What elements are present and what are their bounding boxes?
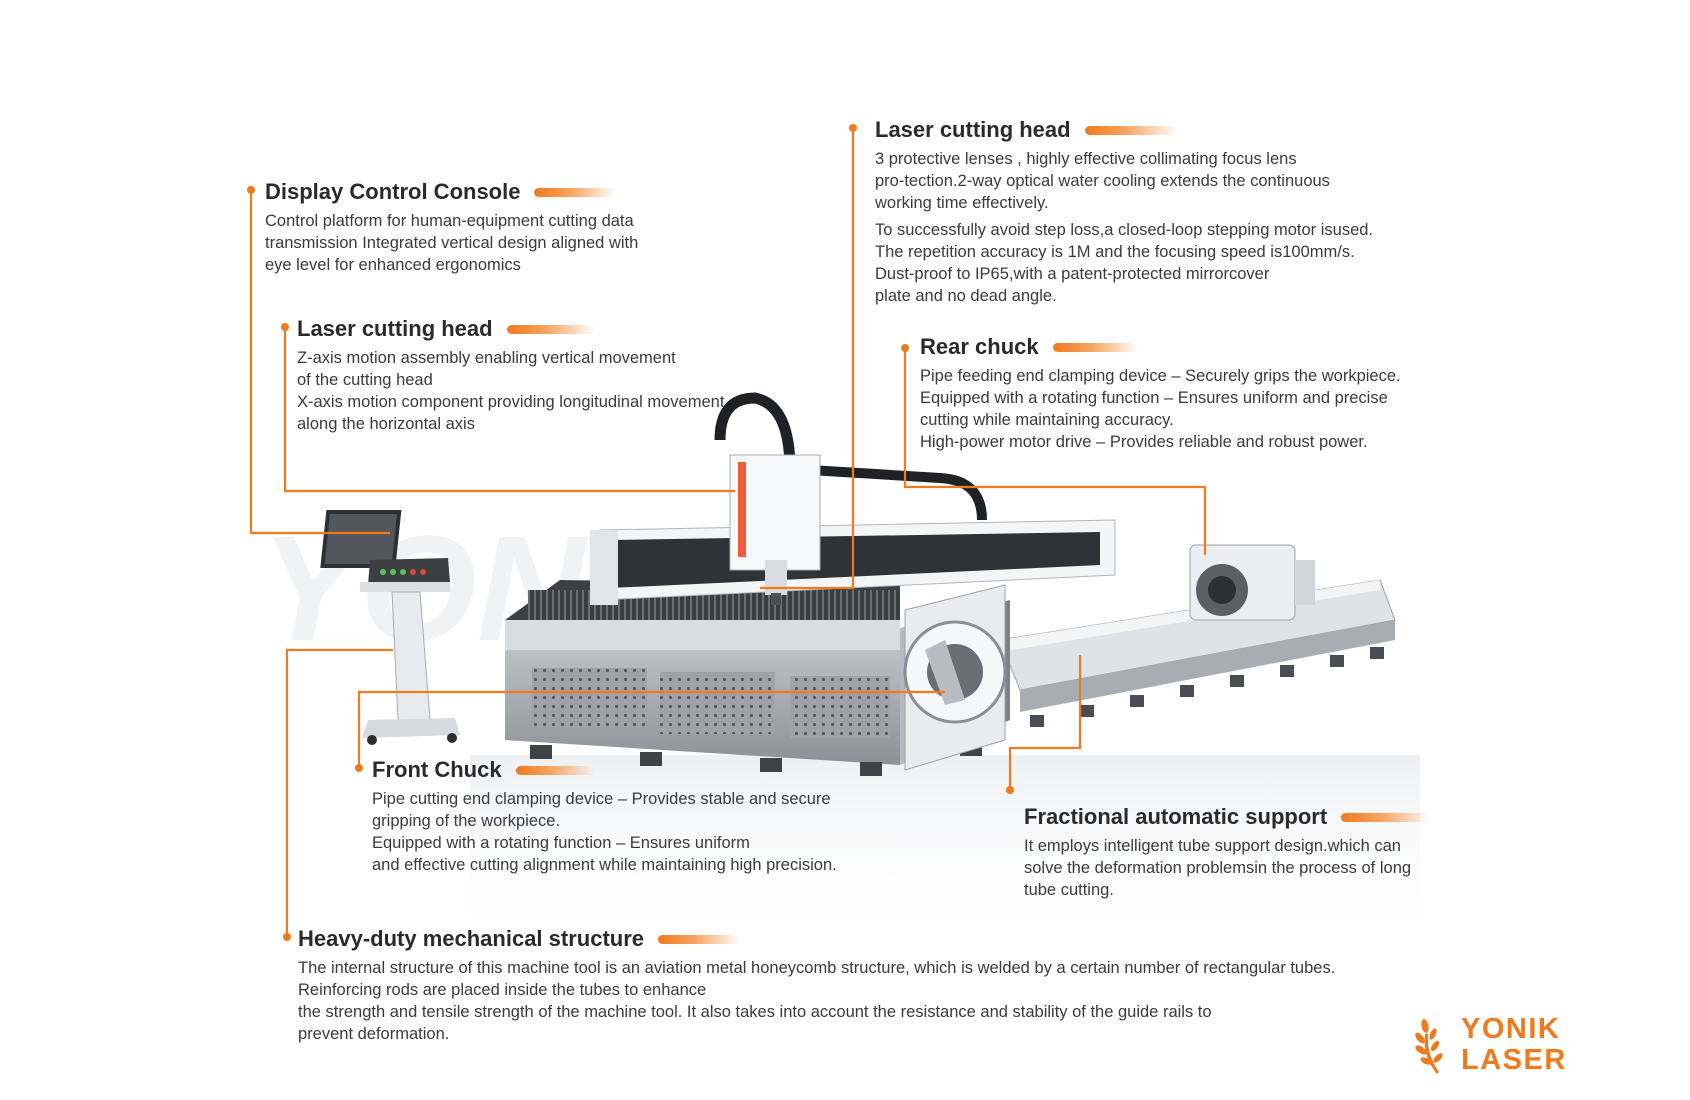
callout-display-console: Display Control Console Control platform… (265, 178, 638, 276)
accent-bar (658, 934, 741, 944)
leader-dot (281, 323, 289, 331)
callout-title-text: Laser cutting head (875, 117, 1071, 142)
accent-bar (506, 324, 595, 334)
desc-line: High-power motor drive – Provides reliab… (920, 433, 1368, 451)
desc-line: transmission Integrated vertical design … (265, 234, 639, 252)
accent-bar (1341, 812, 1430, 822)
callout-laser-head-top: Laser cutting head 3 protective lenses ,… (875, 116, 1373, 307)
desc-line: Dust-proof to IP65,with a patent-protect… (875, 265, 1270, 283)
callout-title: Laser cutting head (875, 116, 1373, 144)
callout-desc: 3 protective lenses , highly effective c… (875, 148, 1373, 307)
desc-line: To successfully avoid step loss,a closed… (875, 221, 1374, 239)
desc-line: Pipe cutting end clamping device – Provi… (372, 790, 831, 808)
callout-title-text: Rear chuck (920, 334, 1039, 359)
desc-line: Reinforcing rods are placed inside the t… (298, 981, 707, 999)
callout-desc: It employs intelligent tube support desi… (1024, 835, 1429, 901)
desc-line: of the cutting head (297, 371, 433, 389)
leader-dot (849, 124, 857, 132)
callout-title: Rear chuck (920, 333, 1401, 361)
callout-title: Fractional automatic support (1024, 803, 1430, 831)
callout-desc: Pipe feeding end clamping device – Secur… (920, 365, 1401, 453)
brand-logo: YONIK LASER (1415, 1012, 1585, 1076)
leader-dot (1006, 786, 1014, 794)
desc-line: cutting while maintaining accuracy. (920, 411, 1174, 429)
desc-line: prevent deformation. (298, 1025, 450, 1043)
callout-title: Front Chuck (372, 756, 837, 784)
desc-line: Z-axis motion assembly enabling vertical… (297, 349, 676, 367)
accent-bar (534, 187, 617, 197)
desc-line: Equipped with a rotating function – Ensu… (372, 834, 750, 852)
callout-desc: Control platform for human-equipment cut… (265, 210, 638, 276)
callout-title-text: Display Control Console (265, 179, 521, 204)
desc-line: pro-tection.2-way optical water cooling … (875, 172, 1330, 190)
callout-title-text: Fractional automatic support (1024, 804, 1328, 829)
accent-bar (1084, 125, 1177, 135)
desc-line: solve the deformation problemsin the pro… (1024, 859, 1412, 877)
desc-line: Control platform for human-equipment cut… (265, 212, 634, 230)
callout-laser-head-left: Laser cutting head Z-axis motion assembl… (297, 315, 724, 435)
desc-line: and effective cutting alignment while ma… (372, 856, 837, 874)
wheat-laurel-icon (1415, 1019, 1443, 1074)
leader-dot (283, 933, 291, 941)
callout-desc: Pipe cutting end clamping device – Provi… (372, 788, 837, 876)
logo-line-1: YONIK (1461, 1013, 1561, 1045)
desc-line: tube cutting. (1024, 881, 1114, 899)
desc-line: The internal structure of this machine t… (298, 959, 1336, 977)
desc-line: the strength and tensile strength of the… (298, 1003, 1212, 1021)
accent-bar (515, 765, 594, 775)
accent-bar (1052, 342, 1138, 352)
callout-desc: The internal structure of this machine t… (298, 957, 1335, 1045)
desc-line: It employs intelligent tube support desi… (1024, 837, 1401, 855)
desc-line: plate and no dead angle. (875, 287, 1057, 305)
callout-rear-chuck: Rear chuck Pipe feeding end clamping dev… (920, 333, 1401, 453)
callout-desc: Z-axis motion assembly enabling vertical… (297, 347, 724, 435)
callout-title-text: Front Chuck (372, 757, 502, 782)
desc-line: eye level for enhanced ergonomics (265, 256, 521, 274)
desc-line: Pipe feeding end clamping device – Secur… (920, 367, 1401, 385)
callout-title: Laser cutting head (297, 315, 724, 343)
desc-line: The repetition accuracy is 1M and the fo… (875, 243, 1355, 261)
desc-line: along the horizontal axis (297, 415, 475, 433)
leader-dot (901, 344, 909, 352)
leader-dot (247, 186, 255, 194)
callout-title: Display Control Console (265, 178, 638, 206)
callout-mechanical-structure: Heavy-duty mechanical structure The inte… (298, 925, 1335, 1045)
callout-fractional-support: Fractional automatic support It employs … (1024, 803, 1430, 901)
desc-line: 3 protective lenses , highly effective c… (875, 150, 1297, 168)
callout-title: Heavy-duty mechanical structure (298, 925, 1335, 953)
callout-front-chuck: Front Chuck Pipe cutting end clamping de… (372, 756, 837, 876)
callout-title-text: Heavy-duty mechanical structure (298, 926, 645, 951)
desc-line: X-axis motion component providing longit… (297, 393, 725, 411)
desc-line: working time effectively. (875, 194, 1049, 212)
leader-dot (355, 764, 363, 772)
callout-title-text: Laser cutting head (297, 316, 493, 341)
desc-line: Equipped with a rotating function – Ensu… (920, 389, 1388, 407)
desc-line: gripping of the workpiece. (372, 812, 561, 830)
logo-line-2: LASER (1461, 1044, 1567, 1076)
